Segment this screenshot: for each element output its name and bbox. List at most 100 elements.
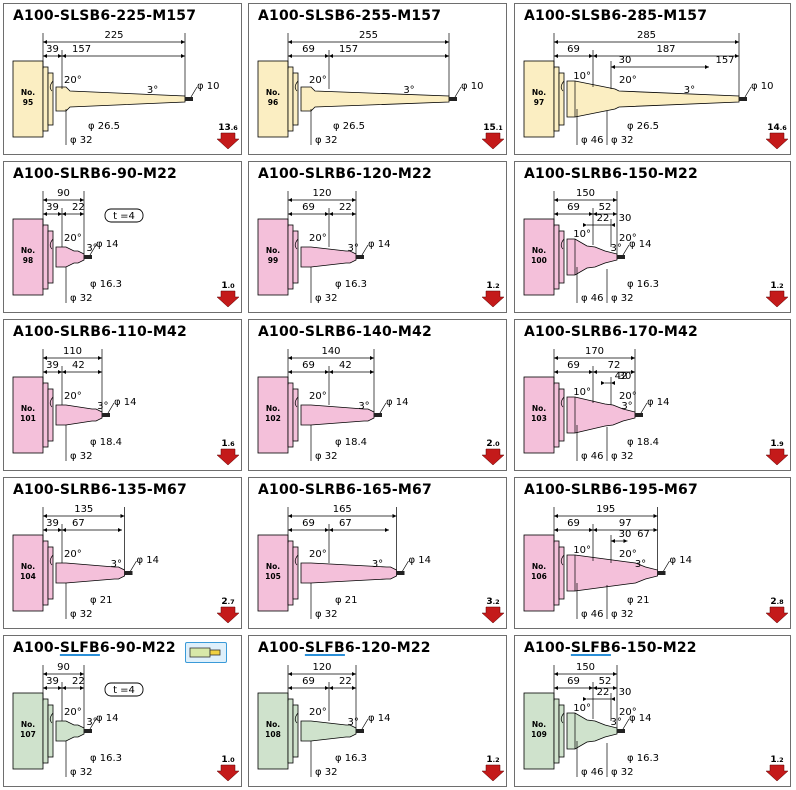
tip [84,729,92,733]
shank-diameter: φ 32 [70,451,93,462]
taper-angle: 3° [348,717,359,728]
dimension-arrow [58,370,62,374]
shank-diameter: φ 32 [315,135,338,146]
dimension-arrow [325,54,329,58]
shank [523,534,555,612]
number-value: 95 [23,98,33,107]
number-label: No. [21,88,35,97]
dimension-arrow [288,198,292,202]
total-length: 135 [74,504,93,515]
weight-main: 1 [486,755,492,765]
product-title: A100-SLFB6-120-M22 [258,640,431,656]
flange-ring [47,546,54,600]
dimension-arrow [80,686,84,690]
title-part: A100-SLRB6-110-M42 [13,324,187,340]
dimension-arrow [80,198,84,202]
title-part: A100-SLRB6-140-M42 [258,324,432,340]
title-part: SLFB [570,640,611,656]
dimension-arrow [288,370,292,374]
groove [294,396,299,408]
angle-20: 20° [64,391,82,402]
dimension-arrow [613,686,617,690]
dimension-arrow [288,672,292,676]
tool-body: No.103 [523,376,643,454]
title-part: A100-SLRB6-170-M42 [524,324,698,340]
tip-diameter: φ 14 [368,239,391,250]
angle-20: 20° [619,391,637,402]
product-title: A100-SLSB6-255-M157 [258,8,441,24]
dimension-arrow [118,528,122,532]
dimension-arrow [352,672,356,676]
angle-10: 10° [573,71,591,82]
total-length: 170 [585,346,604,357]
dimension-arrow [62,370,66,374]
weight-value: 3.2 [486,597,499,607]
dimension-d3: 30 [619,55,632,66]
dimension-arrow [288,40,292,44]
dimension-arrow [623,539,628,543]
groove [49,712,54,724]
weight-arrow-icon [481,290,505,308]
taper-angle: 3° [684,85,695,96]
angle-20: 20° [64,233,82,244]
groove [560,712,565,724]
tip [617,729,625,733]
taper-angle: 3° [86,717,97,728]
dimension-arrow [653,514,658,518]
number-value: 104 [20,572,36,581]
total-length: 285 [637,30,656,41]
weight-arrow-icon [765,132,789,150]
flange-ring [558,704,565,758]
dimension-arrow [288,356,292,360]
dimension-arrow [593,686,597,690]
number-value: 102 [265,414,281,423]
dimension-arrow [593,54,597,58]
weight-fraction: .9 [777,440,784,448]
weight-arrow-icon [216,290,240,308]
tip [185,97,193,101]
weight-value: 2.8 [770,597,784,607]
flange-ring [42,382,49,448]
tool-body: No.97 [523,60,747,138]
total-length: 150 [576,188,595,199]
total-length: 195 [596,504,615,515]
weight-main: 1 [486,281,492,291]
dimension-arrow [583,223,587,227]
dimension-arrow [62,54,66,58]
dimension-d1: 69 [567,202,580,213]
dimension-arrow [445,54,449,58]
shank [523,692,555,770]
dimension-arrow [43,370,47,374]
dimension-arrow [43,528,47,532]
flange-ring [47,704,54,758]
shank-diameter: φ 32 [315,767,338,778]
number-label: No. [21,404,35,413]
tool-body: No.105 [257,534,405,612]
taper-angle: 3° [348,243,359,254]
taper-angle: 3° [611,243,622,254]
product-title: A100-SLRB6-150-M22 [524,166,698,182]
dimension-arrow [445,40,449,44]
dimension-d2: 22 [339,676,352,687]
product-title: A100-SLSB6-285-M157 [524,8,707,24]
dimension-arrow [288,54,292,58]
dimension-d3: 30 [619,687,632,698]
dimension-arrow [325,686,329,690]
tip-diameter: φ 14 [386,397,409,408]
tip [617,255,625,259]
tip [356,255,364,259]
angle-20: 20° [309,391,327,402]
dimension-arrow [288,212,292,216]
total-length: 225 [104,30,123,41]
number-label: No. [266,246,280,255]
dimension-arrow [325,528,329,532]
weight-main: 2 [770,597,776,607]
